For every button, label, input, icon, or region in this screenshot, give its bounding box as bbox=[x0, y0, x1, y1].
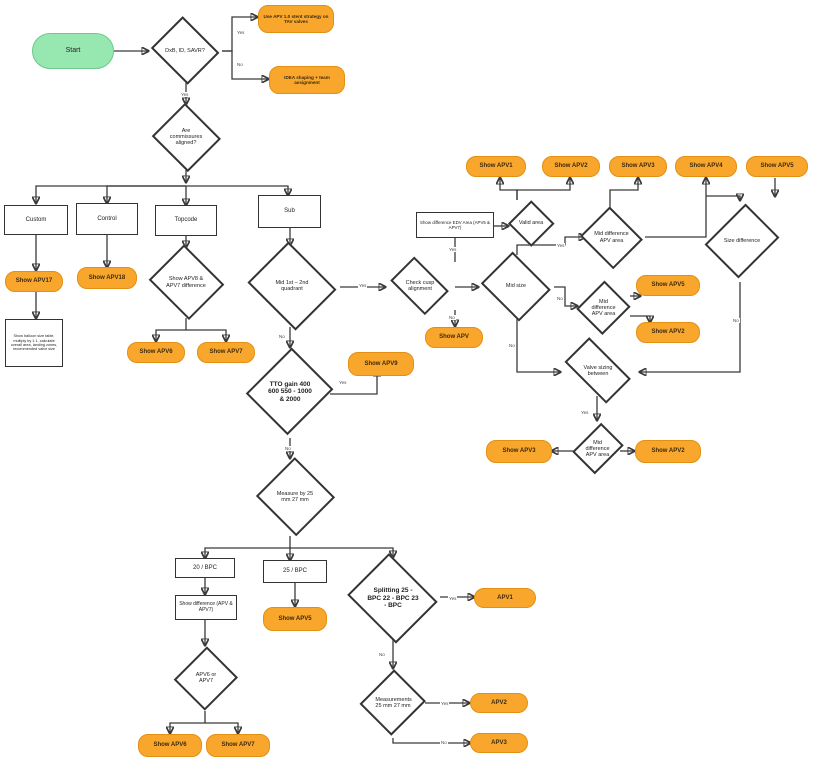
edge-label: Yes bbox=[448, 596, 458, 601]
output-apv18: Show APV18 bbox=[77, 267, 137, 289]
process-control: Control bbox=[76, 203, 138, 235]
output-apv1: APV1 bbox=[474, 588, 536, 608]
decision-bottom: Mid difference APV area bbox=[575, 420, 620, 478]
output-apv9: Show APV9 bbox=[348, 352, 414, 376]
output-apv5-bottom: Show APV5 bbox=[263, 607, 327, 631]
edge-label: No bbox=[508, 343, 516, 348]
edge bbox=[222, 50, 268, 79]
edge-label: No bbox=[236, 62, 244, 67]
output-top-3: Show APV3 bbox=[609, 156, 667, 177]
output-apv3: APV3 bbox=[470, 733, 528, 753]
decision-split: Splitting 25 - BPC 22 - BPC 23 - BPC bbox=[344, 557, 442, 640]
edge bbox=[609, 178, 638, 210]
edge-label: No bbox=[556, 296, 564, 301]
edge-label: No bbox=[440, 740, 448, 745]
decision-cusp: Check cusp alignment bbox=[385, 262, 455, 310]
decision-apv8: Show APV8 & APV7 difference bbox=[146, 247, 226, 318]
edge bbox=[186, 185, 288, 195]
decision-main: Mid 1st – 2nd quadrant bbox=[244, 245, 340, 327]
output-top-1: Show APV1 bbox=[466, 156, 526, 177]
output-apv6-bottom: Show APV6 bbox=[138, 734, 202, 757]
edge bbox=[36, 185, 186, 203]
edge bbox=[554, 286, 577, 306]
edge bbox=[186, 329, 226, 341]
output-top-2: Show APV2 bbox=[542, 156, 600, 177]
decision-wide: Valve sizing between bbox=[556, 346, 640, 396]
edge-label: Yes bbox=[448, 247, 458, 252]
decision-lower: Measurements 25 mm 27 mm bbox=[361, 668, 425, 738]
process-custom: Custom bbox=[4, 205, 68, 235]
output-top-right-1: Use APV 1.0 stent strategy on TAV valves bbox=[258, 5, 334, 33]
decision-small: Valid area bbox=[508, 200, 554, 246]
output-apv7: Show APV7 bbox=[197, 342, 255, 363]
output-apv17: Show APV17 bbox=[5, 271, 63, 292]
process-topcode: Topcode bbox=[155, 205, 217, 236]
process-20-bpc: 20 / BPC bbox=[175, 558, 235, 578]
edge-label: Yes bbox=[180, 92, 190, 97]
edge bbox=[290, 547, 393, 557]
edge bbox=[330, 370, 377, 395]
edge bbox=[516, 178, 570, 200]
edge bbox=[706, 196, 740, 200]
edge bbox=[170, 711, 206, 733]
edge bbox=[205, 536, 291, 558]
edge bbox=[640, 282, 741, 372]
edge-label: No bbox=[448, 315, 456, 320]
edge-label: No bbox=[732, 318, 740, 323]
process-show-difference-2: Show difference (APV & APV7) bbox=[175, 595, 237, 620]
decision-mid-right-2: Mid difference APV area bbox=[577, 280, 630, 336]
start-terminal: Start bbox=[32, 33, 114, 69]
edge-label: Yes bbox=[338, 380, 348, 385]
decision-apv6-apv7: APV6 or APV7 bbox=[175, 645, 237, 711]
output-top-4: Show APV4 bbox=[675, 156, 737, 177]
output-top-5: Show APV5 bbox=[746, 156, 808, 177]
note-left: Show balloon size table, multiply by 1.1… bbox=[5, 319, 63, 367]
output-top-right-2: IDEA shaping + team assignment bbox=[269, 66, 345, 94]
decision-size: Measure by 25 mm 27 mm bbox=[255, 458, 335, 536]
edge bbox=[500, 178, 518, 200]
output-bottom-left: Show APV3 bbox=[486, 440, 552, 463]
edge-label: No bbox=[284, 446, 292, 451]
process-show-difference: Show difference EDV Area (APV5 & APV7) bbox=[416, 212, 494, 238]
output-bottom-right: Show APV2 bbox=[635, 440, 701, 463]
edge bbox=[107, 185, 186, 203]
edge-label: Yes bbox=[236, 30, 246, 35]
edge-label: Yes bbox=[358, 283, 368, 288]
edge bbox=[516, 318, 560, 372]
edge bbox=[392, 738, 470, 743]
edge-label: No bbox=[278, 334, 286, 339]
decision-mid-right-1: Mid difference APV area bbox=[578, 208, 645, 267]
edge bbox=[205, 722, 238, 733]
process-25-bpc: 25 / BPC bbox=[263, 560, 327, 583]
edge bbox=[630, 315, 650, 322]
decision-q1: DxB, ID, SAVR? bbox=[148, 19, 222, 83]
process-sub: Sub bbox=[258, 195, 321, 228]
edge-label: No bbox=[378, 652, 386, 657]
output-apv: Show APV bbox=[425, 327, 483, 348]
decision-far: Size difference bbox=[708, 200, 776, 282]
decision-q2: Are commissures aligned? bbox=[150, 104, 222, 170]
output-apv7-bottom: Show APV7 bbox=[206, 734, 270, 757]
output-apv6: Show APV6 bbox=[127, 342, 185, 363]
edge-label: Yes bbox=[440, 701, 450, 706]
output-right-2: Show APV2 bbox=[636, 322, 700, 343]
decision-big: TTO gain 400 600 550 - 1000 & 2000 bbox=[248, 346, 332, 438]
edge-label: Yes bbox=[580, 410, 590, 415]
edge bbox=[645, 178, 706, 238]
edge-label: Yes bbox=[556, 243, 566, 248]
output-apv2: APV2 bbox=[470, 693, 528, 713]
edge bbox=[156, 318, 187, 341]
output-right-1: Show APV5 bbox=[636, 275, 700, 296]
decision-mid: Mid size bbox=[478, 255, 554, 318]
